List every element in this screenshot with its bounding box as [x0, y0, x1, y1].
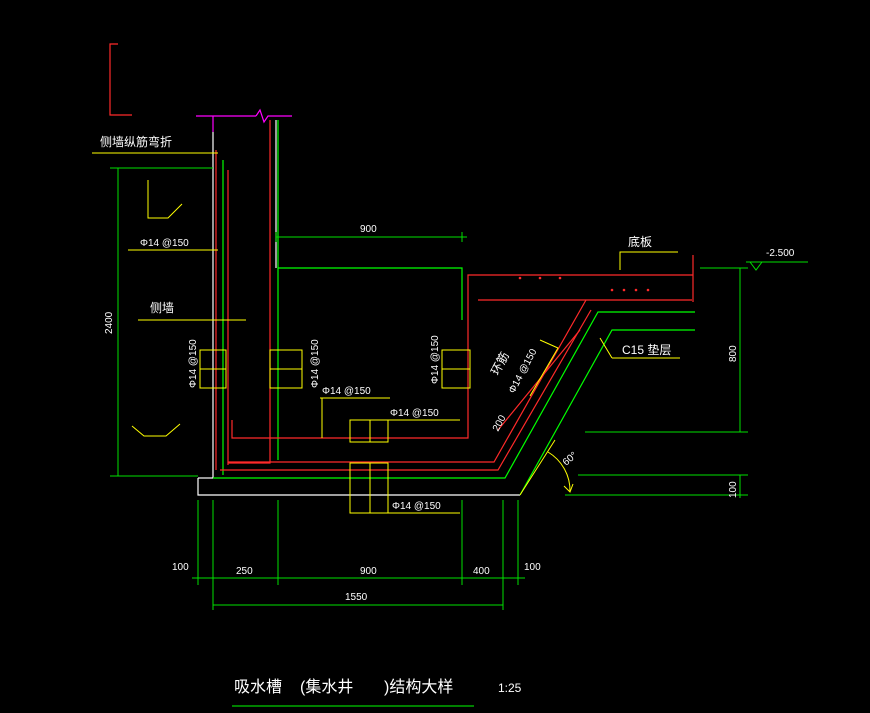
label-rebar-v-left: Φ14 @150	[188, 339, 199, 388]
dim-bottom-900: 900	[360, 566, 377, 577]
dim-bottom-100-right: 100	[524, 562, 541, 573]
rebar-lines	[215, 120, 694, 471]
title-part3: )结构大样	[384, 678, 453, 696]
dim-bottom-250: 250	[236, 566, 253, 577]
dim-right-100: 100	[728, 481, 739, 498]
dimension-texts: 900 2400 800 100 100 250 900 400 100 155…	[104, 224, 739, 603]
title-part1: 吸水槽	[234, 678, 282, 696]
label-cushion: C15 垫层	[622, 342, 671, 357]
label-side-wall-bend: 侧墙纵筋弯折	[100, 134, 172, 149]
label-elevation: -2.500	[766, 248, 795, 259]
leader-lines	[92, 152, 680, 514]
label-dim-200: 200	[491, 413, 509, 433]
dim-top-900: 900	[360, 224, 377, 235]
label-rebar-v-mid: Φ14 @150	[310, 339, 321, 388]
label-side-wall: 侧墙	[150, 301, 174, 315]
dim-bottom-400: 400	[473, 566, 490, 577]
label-base-slab: 底板	[628, 234, 652, 249]
dim-left-2400: 2400	[104, 311, 115, 334]
label-rebar-bottom-a: Φ14 @150	[322, 386, 371, 397]
annotations: 侧墙纵筋弯折 Φ14 @150 侧墙 Φ14 @150 Φ14 @150 Φ14…	[100, 134, 795, 512]
label-rebar-bottom-c: Φ14 @150	[392, 501, 441, 512]
dim-right-800: 800	[728, 345, 739, 362]
label-rebar-top-left: Φ14 @150	[140, 238, 189, 249]
hook-symbol-top	[109, 43, 132, 116]
title-scale: 1:25	[498, 681, 522, 695]
label-angle: 60°	[561, 450, 580, 468]
dimension-lines	[110, 167, 808, 610]
dim-bottom-1550: 1550	[345, 592, 368, 603]
dim-bottom-100-left: 100	[172, 562, 189, 573]
label-rebar-v-right: Φ14 @150	[430, 335, 441, 384]
label-ring-bar: 环筋	[487, 349, 512, 377]
green-outline	[213, 120, 695, 496]
drawing-title: 吸水槽 (集水井 )结构大样 1:25	[232, 678, 522, 707]
title-part2: (集水井	[300, 678, 353, 696]
concrete-outline	[197, 120, 520, 496]
rebar-dots	[518, 276, 650, 292]
label-rebar-bottom-b: Φ14 @150	[390, 408, 439, 419]
top-cut-line	[196, 108, 292, 132]
